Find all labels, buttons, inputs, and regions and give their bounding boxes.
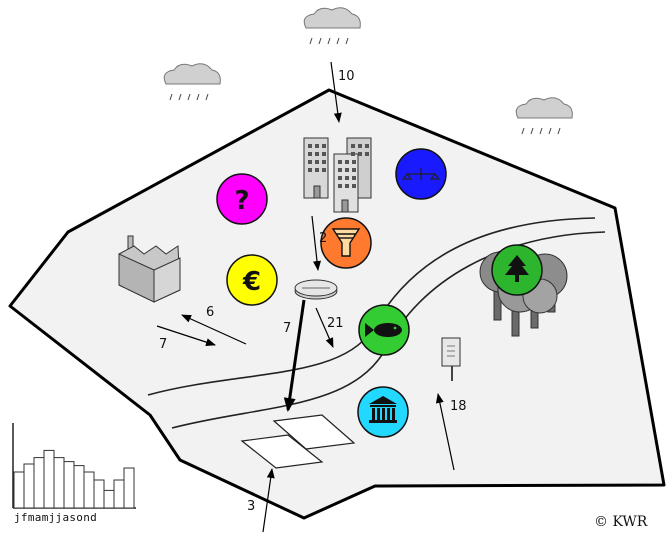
flow-arrow: [181, 314, 247, 345]
badge-circle: [216, 173, 268, 225]
flow-label: 6: [206, 305, 214, 320]
fish-icon: [365, 323, 402, 337]
flow-arrow: [283, 299, 306, 412]
money-badge: €: [226, 254, 278, 306]
histogram-bar: [33, 457, 45, 509]
flow-label: 2: [319, 231, 327, 246]
flow-arrow: [330, 61, 342, 123]
flow-label: 21: [327, 316, 344, 331]
flow-arrow: [435, 393, 455, 471]
unknown-badge: ?: [216, 173, 268, 225]
heritage-badge: [357, 386, 409, 438]
flow-label: 18: [450, 399, 467, 414]
monthly-histogram: jfmamjjasond: [12, 423, 136, 524]
city-buildings-icon: [303, 137, 372, 213]
histogram-bar: [73, 465, 85, 509]
copyright: © KWR: [594, 514, 648, 530]
flow-label: 7: [159, 337, 167, 352]
histogram-bar: [113, 479, 125, 509]
flow-arrow: [156, 325, 216, 346]
flow-arrows: [156, 61, 455, 533]
flow-label: 3: [247, 499, 255, 514]
flow-arrow: [315, 307, 334, 348]
land-area: [8, 88, 666, 520]
scale-icon: [401, 168, 441, 180]
flow-arrow: [262, 468, 275, 533]
blue-badge: [395, 148, 447, 200]
forest-badge: [491, 244, 543, 296]
badge-symbol: ?: [234, 186, 249, 216]
fish-badge: [358, 304, 410, 356]
filter-badge: [320, 217, 372, 269]
histogram-bar: [53, 457, 65, 509]
flow-arrow: [311, 215, 321, 271]
fields-icon: [240, 414, 356, 469]
histogram-bar: [93, 479, 105, 509]
flow-label: 10: [338, 69, 355, 84]
histogram-bar: [103, 489, 115, 509]
histogram-bar: [83, 471, 95, 509]
rain-cloud-icon: [163, 63, 221, 101]
flow-label: 7: [283, 321, 291, 336]
rain-cloud-icon: [515, 97, 573, 135]
factory-icon: [118, 235, 181, 303]
rain-cloud-icon: [303, 7, 361, 45]
histogram-bar: [123, 467, 135, 509]
filter-icon: [331, 228, 361, 257]
treatment-plant-icon: [294, 279, 338, 300]
histogram-bar: [43, 449, 55, 509]
tree-icon: [505, 255, 529, 282]
euro-symbol: €: [242, 267, 261, 297]
histogram-bar: [23, 463, 35, 509]
sign-icon: [441, 337, 461, 381]
histogram-bar: [63, 461, 75, 509]
building-icon: [369, 396, 397, 423]
histogram-months: jfmamjjasond: [14, 511, 97, 524]
histogram-bar: [13, 471, 25, 509]
